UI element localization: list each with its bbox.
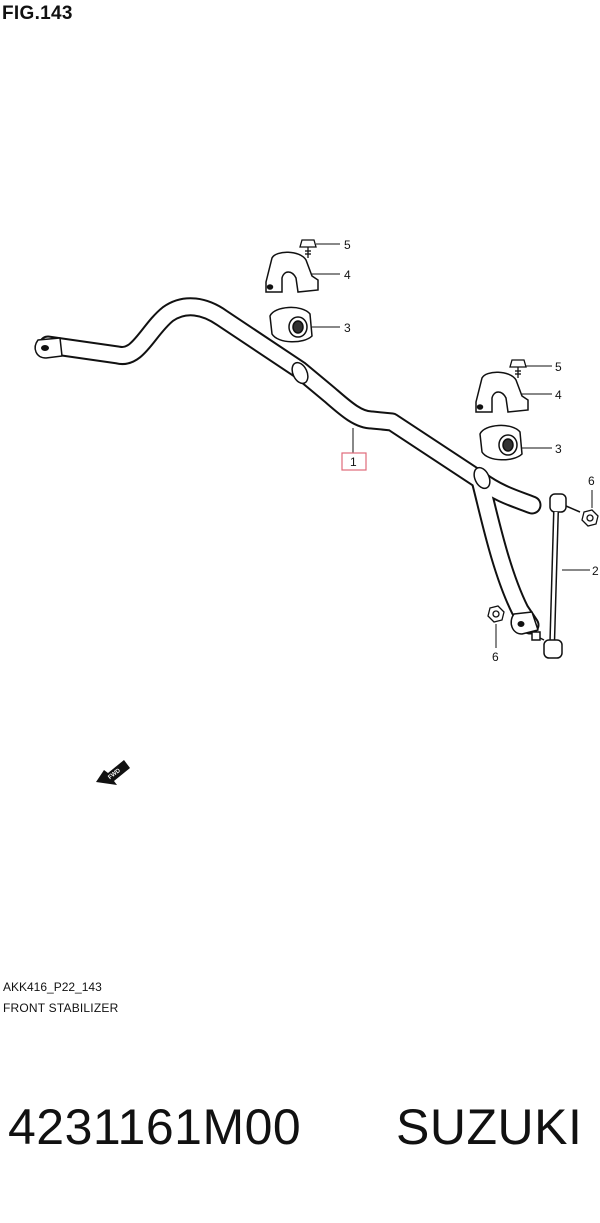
bar-callout-box[interactable]: [341, 452, 367, 471]
callout-nut-upper[interactable]: 6: [588, 474, 595, 488]
callout-bush-lower[interactable]: 3: [555, 442, 562, 456]
stabilizer-bar[interactable]: [34, 297, 542, 635]
callout-bar[interactable]: 1: [350, 455, 357, 469]
part-number: 4231161M00: [8, 1099, 302, 1155]
forward-arrow-icon: FWD: [96, 760, 130, 785]
bush-lower[interactable]: [479, 424, 523, 461]
nut-upper[interactable]: [581, 509, 599, 527]
callout-bolt-upper[interactable]: 5: [344, 238, 351, 252]
callout-bracket-lower[interactable]: 4: [555, 388, 562, 402]
leader-lines: [312, 243, 593, 648]
bush-upper[interactable]: [269, 306, 313, 343]
stabilizer-link[interactable]: [531, 493, 581, 659]
callout-nut-lower[interactable]: 6: [492, 650, 499, 664]
callout-bolt-lower[interactable]: 5: [555, 360, 562, 374]
callout-bracket-upper[interactable]: 4: [344, 268, 351, 282]
callout-bush-upper[interactable]: 3: [344, 321, 351, 335]
bracket-upper[interactable]: [265, 251, 319, 293]
front-stabilizer-diagram: 5 4 3 5 4 3 1 2 6 6 FWD: [34, 238, 599, 785]
bolt-upper[interactable]: [299, 239, 317, 258]
diagram-code: AKK416_P22_143: [3, 980, 102, 994]
callout-link[interactable]: 2: [592, 564, 599, 578]
diagram-caption: FRONT STABILIZER: [3, 1001, 119, 1015]
brand-name: SUZUKI: [396, 1099, 583, 1155]
bracket-lower[interactable]: [475, 371, 529, 413]
figure-title: FIG.143: [2, 3, 73, 24]
bolt-lower[interactable]: [509, 359, 527, 378]
nut-lower[interactable]: [487, 605, 505, 623]
